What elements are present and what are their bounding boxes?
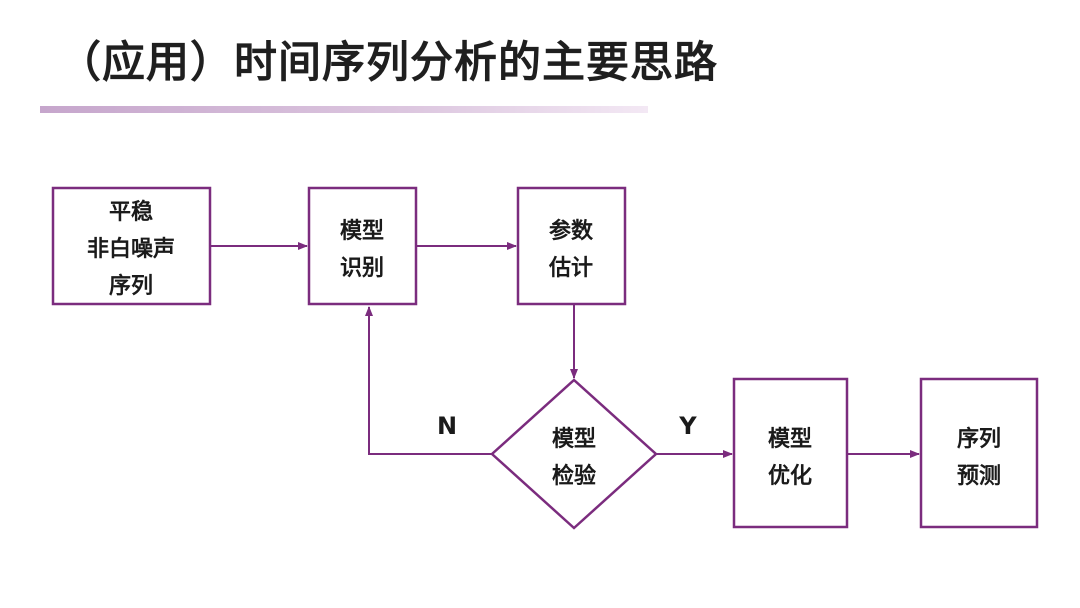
node-check-label-1: 模型 <box>552 427 596 452</box>
node-optimize-label-2: 优化 <box>768 463 812 489</box>
node-optimize-box <box>732 377 849 529</box>
node-optimize-label-1: 模型 <box>768 427 812 452</box>
node-input-label-3: 序列 <box>109 273 153 299</box>
edge-check-no-to-identify <box>365 306 492 455</box>
node-check-diamond <box>490 378 658 530</box>
node-forecast-box <box>919 377 1039 529</box>
node-check-label-2: 检验 <box>552 463 596 489</box>
node-forecast-label-1: 序列 <box>957 426 1001 452</box>
node-estimate-box <box>516 186 627 306</box>
node-estimate-label-2: 估计 <box>548 256 593 281</box>
edge-label-no: N <box>437 412 457 440</box>
node-estimate-label-1: 参数 <box>549 218 594 244</box>
node-input-label-2: 非白噪声 <box>87 236 175 262</box>
title-underline <box>40 106 648 113</box>
node-input-label-1: 平稳 <box>109 199 153 225</box>
node-identify-label-2: 识别 <box>340 256 384 281</box>
node-identify-label-1: 模型 <box>340 219 384 244</box>
node-identify-box <box>307 186 418 306</box>
node-forecast-label-2: 预测 <box>957 464 1001 489</box>
edge-label-yes: Y <box>678 412 697 440</box>
slide-title: （应用）时间序列分析的主要思路 <box>58 38 718 88</box>
